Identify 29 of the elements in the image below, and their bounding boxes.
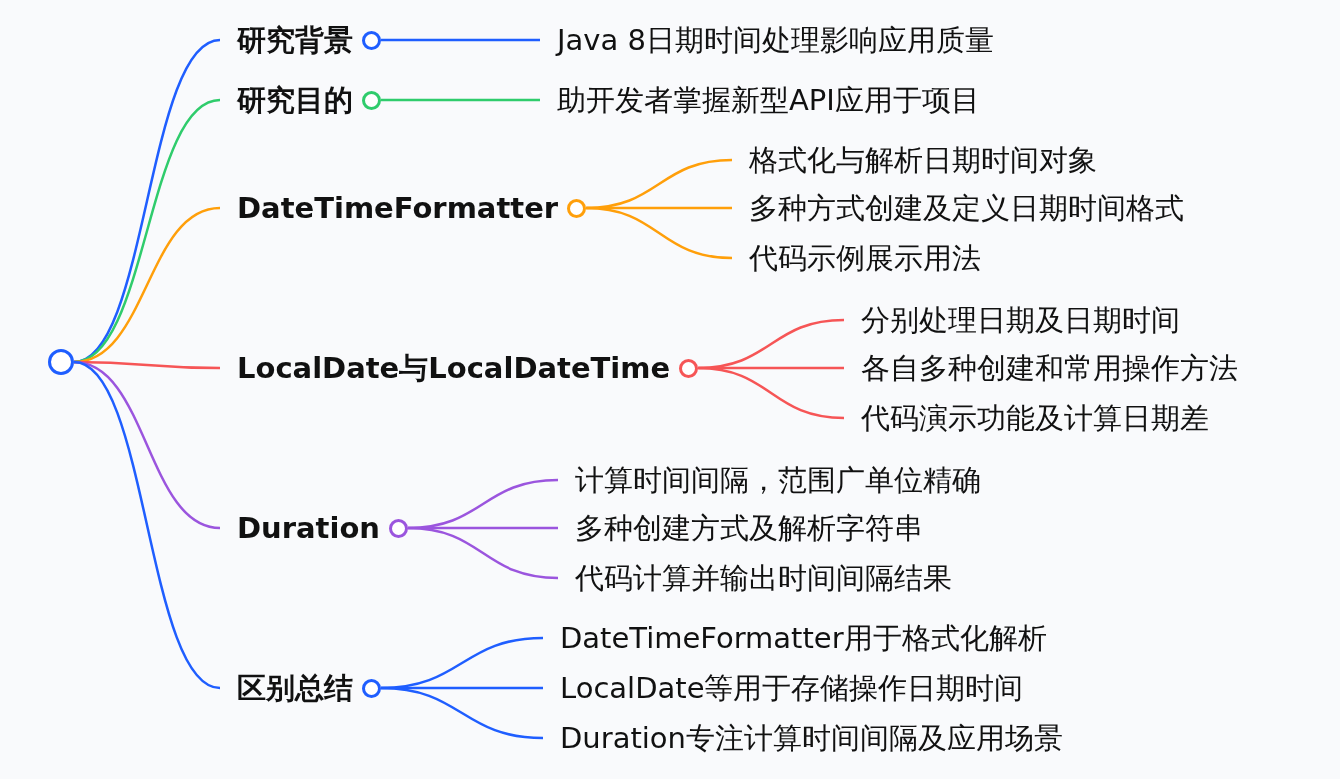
subtopic-label: LocalDate等用于存储操作日期时间 [560, 670, 1024, 706]
connector-line [698, 366, 845, 420]
subtopic-label: 多种创建方式及解析字符串 [575, 510, 923, 546]
subtopic-label: 计算时间间隔，范围广单位精确 [575, 462, 981, 498]
connector-line [73, 360, 221, 690]
topic-label: Duration [237, 510, 380, 546]
topic-label: 研究背景 [237, 22, 353, 58]
subtopic-label: 代码演示功能及计算日期差 [861, 400, 1209, 436]
subtopic-label: 代码计算并输出时间间隔结果 [575, 560, 952, 596]
subtopic-label: 代码示例展示用法 [749, 240, 981, 276]
topic-label: DateTimeFormatter [237, 190, 559, 226]
topic-label: 区别总结 [237, 670, 353, 706]
subtopic-label: Duration专注计算时间间隔及应用场景 [560, 720, 1063, 756]
subtopic-label: 分别处理日期及日期时间 [861, 302, 1180, 338]
connector-line [407, 526, 559, 580]
connector-line [380, 686, 544, 740]
subtopic-label: 助开发者掌握新型API应用于项目 [557, 82, 980, 118]
subtopic-label: 各自多种创建和常用操作方法 [861, 350, 1238, 386]
subtopic-label: 格式化与解析日期时间对象 [749, 142, 1097, 178]
root-circle [48, 349, 74, 375]
connector-line [381, 98, 540, 102]
subtopic-label: Java 8日期时间处理影响应用质量 [557, 22, 994, 58]
connector-line [586, 206, 733, 260]
topic-label: 研究目的 [237, 82, 353, 118]
connector-line [73, 98, 221, 364]
subtopic-label: DateTimeFormatter用于格式化解析 [560, 620, 1047, 656]
connector-line [381, 38, 540, 42]
subtopic-label: 多种方式创建及定义日期时间格式 [749, 190, 1184, 226]
topic-label: LocalDate与LocalDateTime [237, 350, 671, 386]
